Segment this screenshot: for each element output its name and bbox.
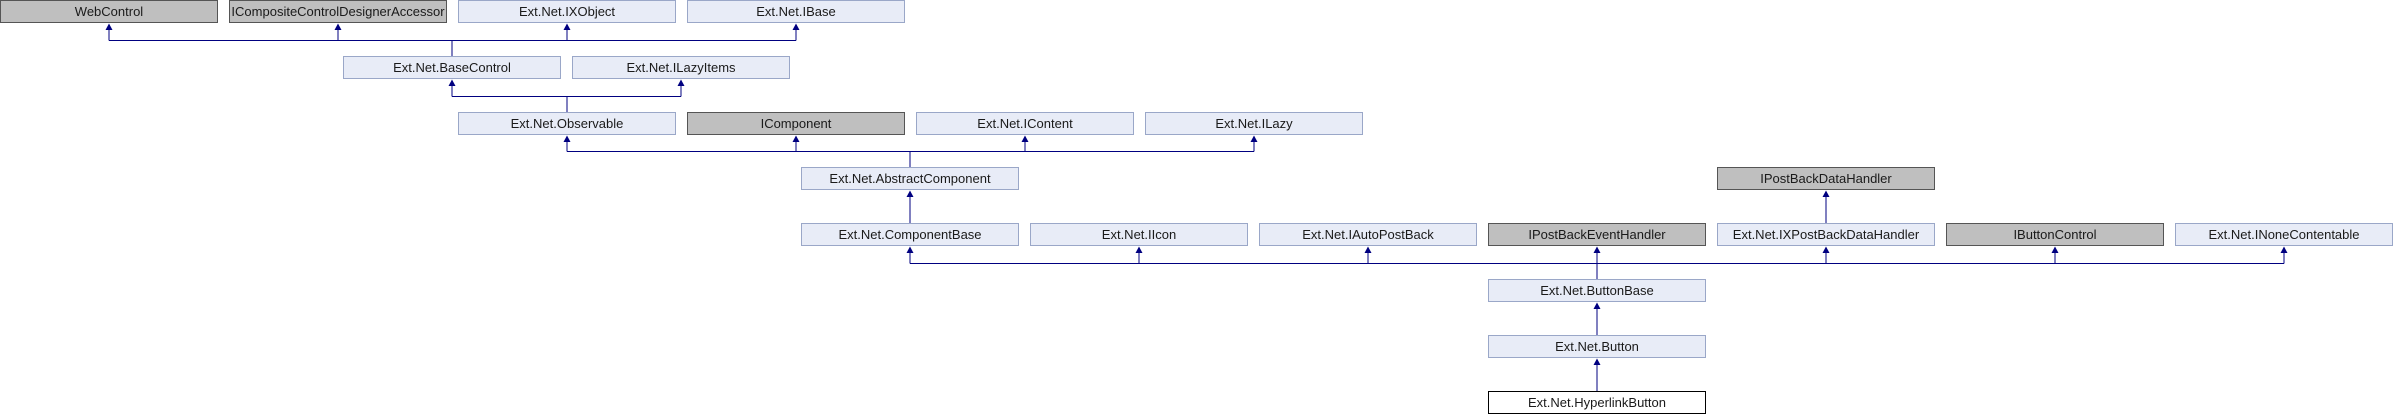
arrowhead-observable	[563, 135, 571, 142]
arrowhead-ibase	[792, 23, 800, 30]
node-ipostbackeventhandler: IPostBackEventHandler	[1488, 223, 1706, 246]
arrowhead-webcontrol	[105, 23, 113, 30]
arrowhead-button	[1593, 358, 1601, 365]
arrowhead-iicon	[1135, 246, 1143, 253]
node-ibuttoncontrol: IButtonControl	[1946, 223, 2164, 246]
node-ext-net-hyperlinkbutton: Ext.Net.HyperlinkButton	[1488, 391, 1706, 414]
node-ext-net-observable[interactable]: Ext.Net.Observable	[458, 112, 676, 135]
arrowhead-ibuttoncontrol	[2051, 246, 2059, 253]
arrowhead-icomposite	[334, 23, 342, 30]
arrowhead-basecontrol	[448, 79, 456, 86]
node-ext-net-basecontrol[interactable]: Ext.Net.BaseControl	[343, 56, 561, 79]
node-webcontrol: WebControl	[0, 0, 218, 23]
arrowhead-ipostbackdatahandler	[1822, 190, 1830, 197]
node-ext-net-ixpostbackdatahandler[interactable]: Ext.Net.IXPostBackDataHandler	[1717, 223, 1935, 246]
node-icomponent: IComponent	[687, 112, 905, 135]
arrowhead-iautopostback	[1364, 246, 1372, 253]
arrowhead-icomponent	[792, 135, 800, 142]
node-ext-net-abstractcomponent[interactable]: Ext.Net.AbstractComponent	[801, 167, 1019, 190]
node-ext-net-inonecontentable[interactable]: Ext.Net.INoneContentable	[2175, 223, 2393, 246]
arrowhead-icontent	[1021, 135, 1029, 142]
node-ext-net-ixobject[interactable]: Ext.Net.IXObject	[458, 0, 676, 23]
node-ipostbackdatahandler: IPostBackDataHandler	[1717, 167, 1935, 190]
node-ext-net-ilazyitems[interactable]: Ext.Net.ILazyItems	[572, 56, 790, 79]
arrowhead-ipostbackeventhandler	[1593, 246, 1601, 253]
node-ext-net-buttonbase[interactable]: Ext.Net.ButtonBase	[1488, 279, 1706, 302]
arrowhead-abstractcomponent	[906, 190, 914, 197]
node-ext-net-iautopostback[interactable]: Ext.Net.IAutoPostBack	[1259, 223, 1477, 246]
node-ext-net-ibase[interactable]: Ext.Net.IBase	[687, 0, 905, 23]
arrowhead-componentbase	[906, 246, 914, 253]
arrowhead-ilazyitems	[677, 79, 685, 86]
node-ext-net-icontent[interactable]: Ext.Net.IContent	[916, 112, 1134, 135]
node-ext-net-componentbase[interactable]: Ext.Net.ComponentBase	[801, 223, 1019, 246]
arrowhead-buttonbase	[1593, 302, 1601, 309]
node-ext-net-button[interactable]: Ext.Net.Button	[1488, 335, 1706, 358]
arrowhead-inonecontentable	[2280, 246, 2288, 253]
arrowhead-ixobject	[563, 23, 571, 30]
node-icompositecontroldesigneraccessor: ICompositeControlDesignerAccessor	[229, 0, 447, 23]
node-ext-net-iicon[interactable]: Ext.Net.IIcon	[1030, 223, 1248, 246]
arrowhead-ilazy	[1250, 135, 1258, 142]
arrowhead-ixpostbackdatahandler	[1822, 246, 1830, 253]
node-ext-net-ilazy[interactable]: Ext.Net.ILazy	[1145, 112, 1363, 135]
